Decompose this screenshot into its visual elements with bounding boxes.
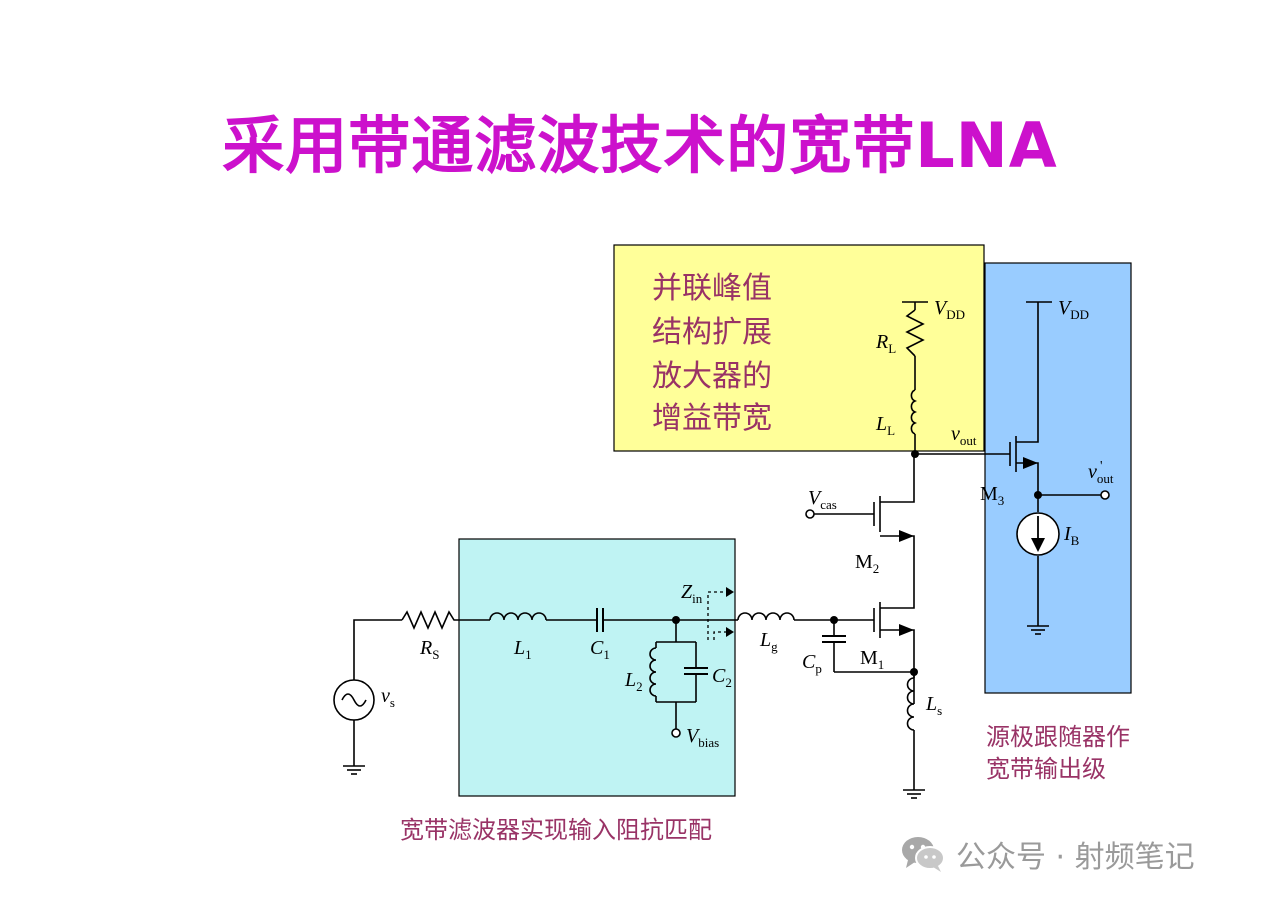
label-vdd-stage: VDD <box>934 297 965 322</box>
wechat-icon <box>902 837 945 872</box>
peaking-region <box>613 244 985 452</box>
resistor-rl <box>905 309 925 357</box>
label-zin: Zin <box>681 581 703 606</box>
label-vdd-buffer: VDD <box>1058 297 1089 322</box>
label-vbias: Vbias <box>686 725 719 750</box>
resistor-rs <box>401 610 458 630</box>
ground-icon <box>343 765 365 775</box>
blue-line-1: 源极跟随器作 <box>986 723 1130 751</box>
yellow-line-2: 结构扩展 <box>652 315 772 350</box>
label-l1: L1 <box>513 637 532 662</box>
vcas-terminal <box>805 509 815 519</box>
label-l2: L2 <box>624 669 643 694</box>
m1-source-arrow <box>899 624 914 636</box>
label-vout-prime: vout <box>1088 461 1114 486</box>
label-vcas: Vcas <box>808 487 837 512</box>
blue-annotation: 源极跟随器作 宽带输出级 <box>986 723 1130 783</box>
label-m1: M1 <box>860 647 884 672</box>
output-buffer-region <box>984 262 1132 694</box>
zin-arrow-top <box>726 587 734 597</box>
vout-prime-terminal <box>1100 490 1110 500</box>
label-vout: vout <box>951 423 977 448</box>
watermark-text: 公众号 · 射频笔记 <box>956 840 1195 875</box>
label-vs: vs <box>381 685 395 710</box>
yellow-annotation: 并联峰值 结构扩展 放大器的 增益带宽 <box>652 271 772 436</box>
inductor-ls <box>906 677 915 731</box>
m3-source-arrow <box>1023 457 1038 469</box>
label-m2: M2 <box>855 551 879 576</box>
label-rs: RS <box>419 637 439 662</box>
sine-icon <box>341 693 367 707</box>
label-ll: LL <box>875 413 895 438</box>
capacitor-cp <box>822 635 846 643</box>
cyan-caption: 宽带滤波器实现输入阻抗匹配 <box>400 816 712 844</box>
label-ib: IB <box>1063 523 1080 548</box>
capacitor-c1 <box>596 608 604 632</box>
label-c1: C1 <box>590 637 610 662</box>
inductor-ll <box>910 389 917 435</box>
label-m3: M3 <box>980 483 1004 508</box>
wires <box>353 301 1101 790</box>
label-cp: Cp <box>802 651 822 676</box>
watermark: 公众号 · 射频笔记 <box>900 832 1195 876</box>
label-ls: Ls <box>925 693 942 718</box>
label-lg: Lg <box>759 629 778 654</box>
ground-icon <box>1027 625 1049 635</box>
zin-arrow-bottom <box>726 627 734 637</box>
capacitor-c2 <box>684 667 708 675</box>
slide-title: 采用带通滤波技术的宽带LNA <box>222 109 1058 182</box>
yellow-line-1: 并联峰值 <box>652 271 772 306</box>
vbias-terminal <box>671 728 681 738</box>
m2-source-arrow <box>899 530 914 542</box>
junction-dots <box>672 450 1042 676</box>
zin-indicator <box>707 591 728 640</box>
label-vout-prime-mark: ' <box>1100 459 1103 474</box>
inductor-l2 <box>649 647 657 697</box>
label-c2: C2 <box>712 665 732 690</box>
label-rl: RL <box>875 331 896 356</box>
ground-icon <box>903 789 925 799</box>
blue-line-2: 宽带输出级 <box>986 755 1106 783</box>
yellow-line-3: 放大器的 <box>652 359 772 394</box>
current-direction-arrow <box>1031 538 1045 552</box>
inductor-l1 <box>489 612 547 621</box>
inductor-lg <box>737 612 795 621</box>
yellow-line-4: 增益带宽 <box>652 401 772 436</box>
